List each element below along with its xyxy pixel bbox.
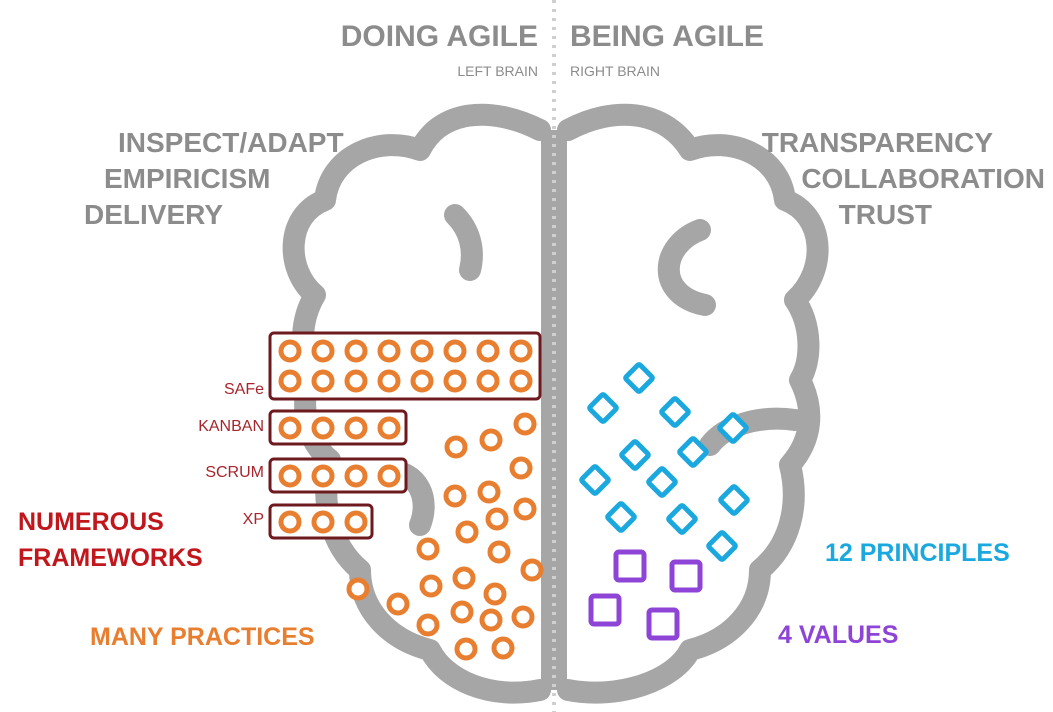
framework-circle — [476, 339, 500, 363]
framework-label-safe: SAFe — [224, 381, 264, 398]
numerous-label-line2: FRAMEWORKS — [18, 544, 203, 572]
framework-circle — [311, 339, 335, 363]
frameworks-group: SAFe KANBAN SCRUM XP — [198, 331, 542, 540]
framework-circle — [509, 369, 533, 393]
practice-circle — [455, 520, 479, 544]
framework-box-kanban — [268, 409, 408, 446]
left-title: DOING AGILE — [341, 20, 538, 53]
value-square — [646, 607, 680, 641]
framework-circle — [377, 416, 401, 440]
framework-circle — [377, 339, 401, 363]
practice-circle — [511, 605, 535, 629]
framework-circle — [278, 416, 302, 440]
practice-circle — [443, 484, 467, 508]
framework-circle — [344, 369, 368, 393]
principle-diamond — [605, 501, 637, 533]
practice-circle — [485, 507, 509, 531]
principle-diamond — [666, 503, 698, 535]
framework-circle — [344, 339, 368, 363]
left-label-empiricism: EMPIRICISM — [104, 163, 270, 194]
left-hemisphere — [282, 103, 551, 704]
left-subtitle: LEFT BRAIN — [457, 63, 538, 79]
framework-circle — [410, 339, 434, 363]
framework-circle — [377, 369, 401, 393]
left-label-delivery: DELIVERY — [84, 199, 223, 230]
practice-circle — [479, 608, 503, 632]
practice-circle — [454, 637, 478, 661]
practice-circle — [444, 435, 468, 459]
practice-circle — [386, 592, 410, 616]
right-label-collaboration: COLLABORATION — [801, 163, 1045, 194]
principle-diamond — [717, 412, 749, 444]
value-square — [588, 593, 622, 627]
practice-circle — [450, 600, 474, 624]
practices-group — [346, 412, 544, 661]
practice-circle — [487, 540, 511, 564]
practice-circle — [479, 428, 503, 452]
framework-circle — [311, 510, 335, 534]
practice-circle — [346, 577, 370, 601]
practice-circle — [491, 636, 515, 660]
framework-circle — [443, 339, 467, 363]
principle-diamond — [646, 466, 678, 498]
principle-diamond — [718, 484, 750, 516]
right-subtitle: RIGHT BRAIN — [570, 63, 660, 79]
principle-diamond — [677, 436, 709, 468]
framework-circle — [344, 464, 368, 488]
value-square — [613, 549, 647, 583]
many-practices-label: MANY PRACTICES — [90, 623, 315, 651]
framework-circle — [278, 464, 302, 488]
principle-diamond — [659, 396, 691, 428]
framework-box-scrum — [268, 457, 408, 494]
right-fold-upper — [657, 219, 716, 316]
right-label-transparency: TRANSPARENCY — [762, 127, 994, 158]
practice-circle — [509, 456, 533, 480]
principles-group — [579, 362, 750, 562]
practice-circle — [513, 497, 537, 521]
framework-circle — [377, 464, 401, 488]
framework-label-scrum: SCRUM — [205, 464, 264, 481]
principles-label: 12 PRINCIPLES — [825, 539, 1010, 567]
value-square — [669, 559, 703, 593]
framework-circle — [311, 369, 335, 393]
practice-circle — [416, 537, 440, 561]
practice-circle — [483, 582, 507, 606]
principle-diamond — [623, 362, 655, 394]
right-hemisphere — [557, 103, 829, 704]
practice-circle — [416, 613, 440, 637]
framework-circle — [509, 339, 533, 363]
right-label-trust: TRUST — [839, 199, 932, 230]
framework-circle — [476, 369, 500, 393]
framework-circle — [311, 416, 335, 440]
framework-circle — [278, 339, 302, 363]
practice-circle — [520, 558, 544, 582]
framework-circle — [278, 510, 302, 534]
framework-circle — [344, 416, 368, 440]
framework-label-xp: XP — [243, 511, 264, 528]
practice-circle — [477, 480, 501, 504]
principle-diamond — [706, 530, 738, 562]
right-title: BEING AGILE — [570, 20, 764, 53]
framework-box-safe — [268, 331, 542, 401]
framework-circle — [443, 369, 467, 393]
principle-diamond — [579, 464, 611, 496]
values-group — [588, 549, 703, 641]
numerous-label-line1: NUMEROUS — [18, 508, 164, 536]
framework-circle — [278, 369, 302, 393]
values-label: 4 VALUES — [778, 621, 898, 649]
framework-label-kanban: KANBAN — [198, 418, 264, 435]
framework-circle — [344, 510, 368, 534]
principle-diamond — [587, 392, 619, 424]
practice-circle — [452, 566, 476, 590]
framework-circle — [410, 369, 434, 393]
practice-circle — [419, 574, 443, 598]
principle-diamond — [619, 439, 651, 471]
left-label-inspect: INSPECT/ADAPT — [118, 127, 344, 158]
left-fold-upper — [444, 204, 483, 281]
framework-circle — [311, 464, 335, 488]
practice-circle — [513, 412, 537, 436]
framework-circles — [278, 339, 533, 534]
